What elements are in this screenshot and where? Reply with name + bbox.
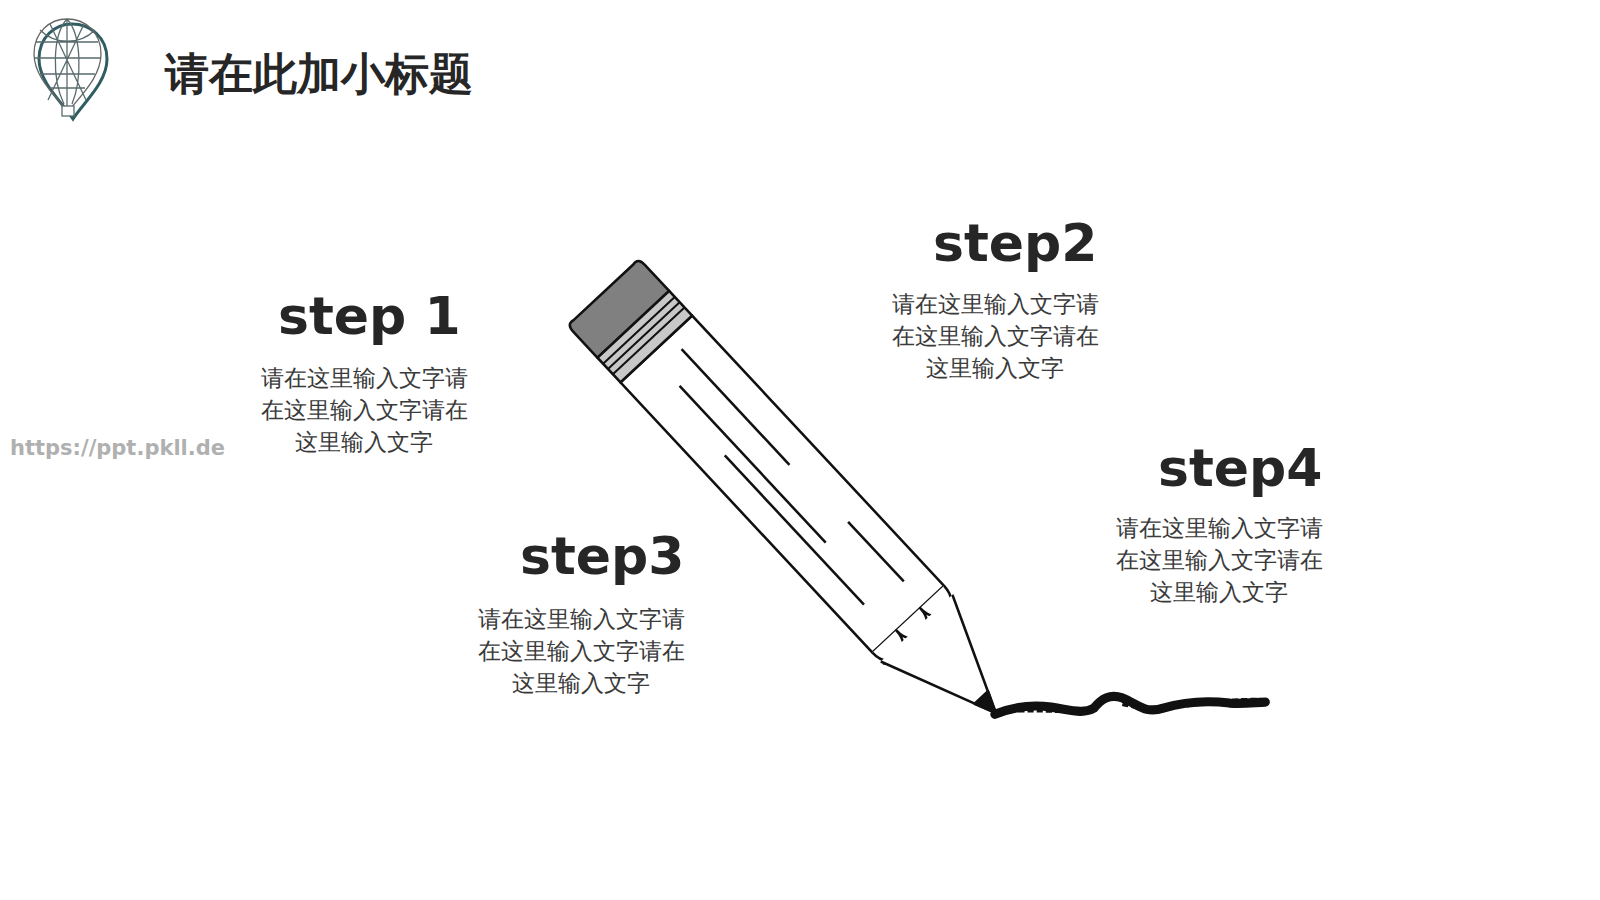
step-text: 请在这里输入文字请 在这里输入文字请在 这里输入文字 — [239, 362, 489, 458]
step-text: 请在这里输入文字请 在这里输入文字请在 这里输入文字 — [456, 603, 706, 699]
step-text: 请在这里输入文字请 在这里输入文字请在 这里输入文字 — [1094, 512, 1344, 608]
step-heading: step 1 — [278, 288, 461, 345]
step-heading: step4 — [1158, 440, 1322, 497]
balloon-icon — [34, 19, 107, 119]
watermark: https://ppt.pkll.de — [10, 436, 225, 461]
pencil-illustration — [567, 259, 1265, 747]
step-text: 请在这里输入文字请 在这里输入文字请在 这里输入文字 — [870, 288, 1120, 384]
slide-title: 请在此加小标题 — [165, 48, 473, 101]
step-heading: step3 — [520, 528, 684, 585]
step-heading: step2 — [933, 215, 1097, 272]
